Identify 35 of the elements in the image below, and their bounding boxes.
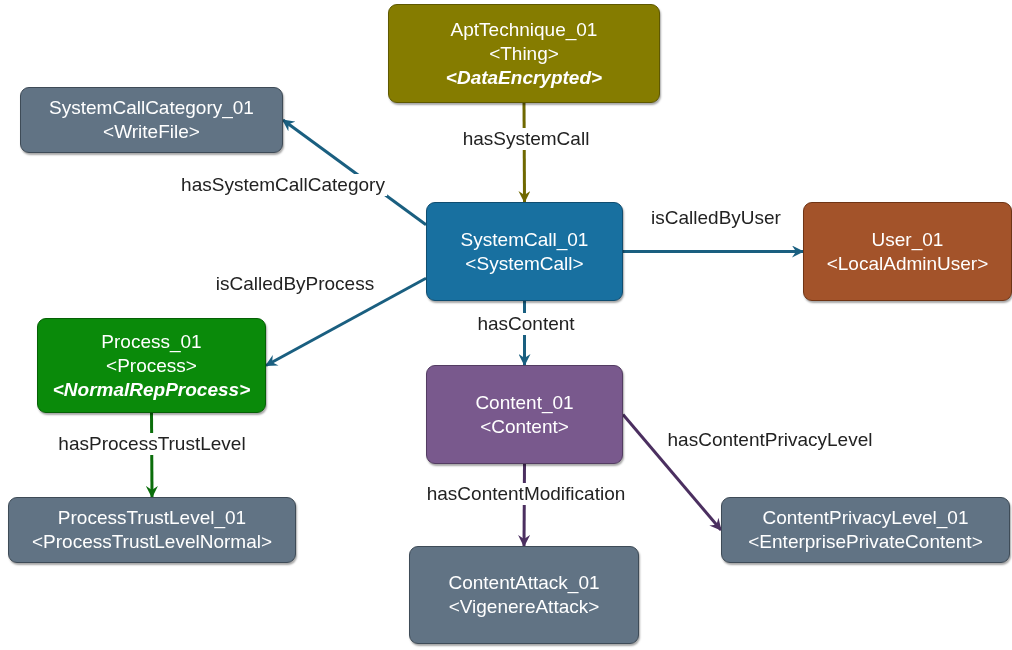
instance-name: Content_01 <box>475 390 574 415</box>
instance-name: SystemCallCategory_01 <box>49 96 254 120</box>
class-box <box>426 202 623 301</box>
instance-name: AptTechnique_01 <box>450 17 598 42</box>
type-label: <ProcessTrustLevelNormal> <box>31 530 273 554</box>
instance-name: ProcessTrustLevel_01 <box>57 506 247 530</box>
class-box <box>388 4 660 103</box>
instance-name: SystemCall_01 <box>460 227 589 252</box>
instance-name: Process_01 <box>101 329 202 354</box>
type-label: <VigenereAttack> <box>448 595 600 619</box>
arrow <box>621 413 723 531</box>
type-label: <NormalRepProcess> <box>52 377 251 402</box>
instance-name: ContentPrivacyLevel_01 <box>762 506 969 530</box>
edge-label: hasContent <box>475 313 577 335</box>
type-label: <Thing> <box>489 41 559 66</box>
type-label: <Process> <box>106 353 197 378</box>
edge-label: hasProcessTrustLevel <box>56 433 248 455</box>
class-box <box>8 497 296 563</box>
class-box <box>426 365 623 464</box>
arrow <box>265 276 427 367</box>
class-box <box>37 318 266 413</box>
class-box <box>721 497 1010 563</box>
type-label: <SystemCall> <box>465 251 584 276</box>
type-label: <Content> <box>480 414 569 439</box>
edge-label: hasSystemCallCategory <box>179 174 387 196</box>
class-box <box>803 202 1012 301</box>
instance-name: ContentAttack_01 <box>448 571 600 595</box>
arrow <box>623 245 804 258</box>
type-label: <WriteFile> <box>103 120 200 144</box>
class-box <box>20 87 283 153</box>
type-label: <DataEncrypted> <box>445 65 603 90</box>
type-label: <EnterprisePrivateContent> <box>748 530 983 554</box>
instance-name: User_01 <box>871 227 944 252</box>
type-label: <LocalAdminUser> <box>826 251 989 276</box>
class-box <box>409 546 639 644</box>
